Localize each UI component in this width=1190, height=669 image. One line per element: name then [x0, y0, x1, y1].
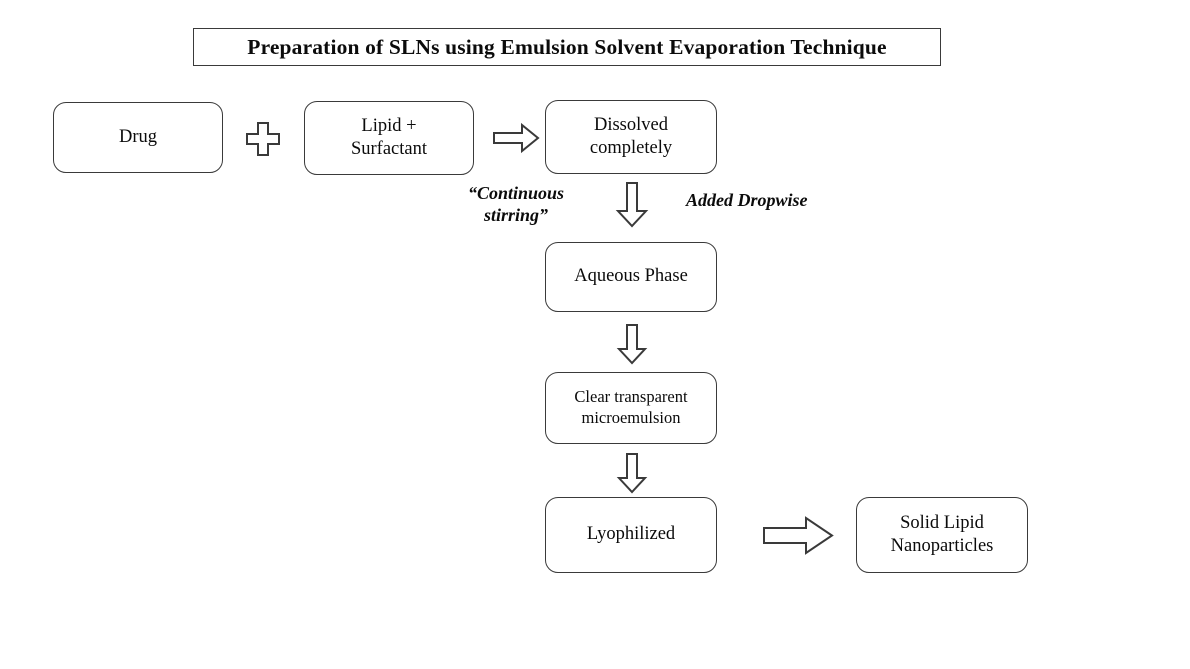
arrow-down-icon-aqueous-to-microemulsion [616, 323, 648, 365]
diagram-title-box: Preparation of SLNs using Emulsion Solve… [193, 28, 941, 66]
diagram-title: Preparation of SLNs using Emulsion Solve… [247, 34, 887, 59]
arrow-right-icon-lipid-to-dissolved [492, 122, 540, 154]
arrow-down-icon-dissolved-to-aqueous [615, 181, 649, 228]
node-clear-transparent-microemulsion: Clear transparent microemulsion [545, 372, 717, 444]
node-lyophilized-label: Lyophilized [586, 524, 676, 545]
node-solid-lipid-nanoparticles-label: Solid Lipid Nanoparticles [890, 512, 994, 556]
node-drug-label: Drug [118, 126, 158, 147]
node-clear-transparent-microemulsion-label: Clear transparent microemulsion [574, 387, 688, 427]
node-dissolved-completely: Dissolved completely [545, 100, 717, 174]
node-aqueous-phase-label: Aqueous Phase [574, 266, 688, 287]
node-solid-lipid-nanoparticles: Solid Lipid Nanoparticles [856, 497, 1028, 573]
plus-icon [243, 119, 283, 159]
node-lipid-surfactant-label: Lipid + Surfactant [350, 115, 428, 159]
node-drug: Drug [53, 102, 223, 173]
arrow-right-icon-lyophilized-to-slns [762, 515, 834, 556]
arrow-down-icon-microemulsion-to-lyophilized [616, 452, 648, 494]
node-dissolved-completely-label: Dissolved completely [589, 114, 673, 158]
annotation-continuous-stirring: “Continuous stirring” [467, 183, 565, 225]
node-aqueous-phase: Aqueous Phase [545, 242, 717, 312]
node-lipid-surfactant: Lipid + Surfactant [304, 101, 474, 175]
annotation-added-dropwise: Added Dropwise [686, 190, 808, 210]
node-lyophilized: Lyophilized [545, 497, 717, 573]
